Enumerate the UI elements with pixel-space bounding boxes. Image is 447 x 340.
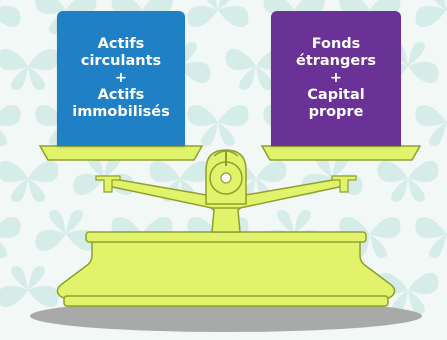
liabilities-line-1: Fonds — [311, 36, 361, 52]
floor-shadow — [30, 300, 422, 332]
right-pan — [260, 145, 422, 161]
scale-dial-center — [220, 172, 232, 184]
assets-box: Actifs circulants + Actifs immobilisés — [57, 11, 185, 146]
assets-line-4: immobilisés — [72, 104, 170, 120]
liabilities-line-2: étrangers — [295, 53, 377, 69]
left-pan-hanger — [95, 175, 121, 193]
scale-base-foot — [63, 295, 389, 307]
assets-line-2: circulants — [80, 53, 162, 69]
liabilities-equity-box: Fonds étrangers + Capital propre — [271, 11, 401, 146]
scale-base — [56, 237, 396, 303]
liabilities-plus: + — [329, 70, 343, 86]
equity-line-1: Capital — [307, 87, 365, 103]
right-pan-hanger — [331, 175, 357, 193]
assets-plus: + — [114, 70, 128, 86]
scale-base-top — [85, 231, 367, 243]
scale-pointer — [213, 150, 239, 157]
assets-line-1: Actifs — [97, 36, 145, 52]
left-pan — [38, 145, 204, 161]
equity-line-2: propre — [308, 104, 364, 120]
assets-line-3: Actifs — [97, 87, 145, 103]
